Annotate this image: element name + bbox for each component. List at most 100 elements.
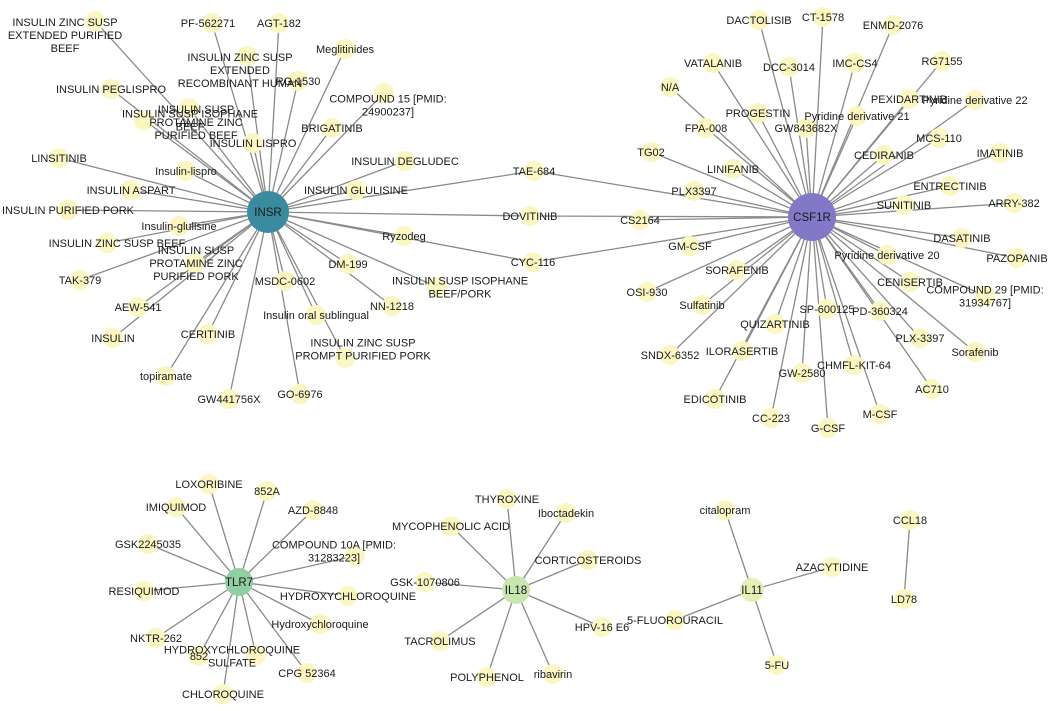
node-msdc-0602[interactable]: [275, 271, 295, 291]
node-meglitinides[interactable]: [335, 39, 355, 59]
node-go-6976[interactable]: [290, 384, 310, 404]
node-vatalanib[interactable]: [703, 53, 723, 73]
node-chmfl-kit-64[interactable]: [844, 355, 864, 375]
node-pf-562271[interactable]: [202, 13, 222, 33]
node-852[interactable]: [189, 646, 209, 666]
node-ac710[interactable]: [922, 379, 942, 399]
node-5-fu[interactable]: [767, 655, 787, 675]
node-gsk-1070806[interactable]: [415, 572, 435, 592]
node-mycophenolic-acid[interactable]: [441, 516, 461, 536]
node-topiramate[interactable]: [156, 366, 176, 386]
hub-csf1r[interactable]: [788, 193, 836, 241]
node-mcs-110[interactable]: [929, 128, 949, 148]
node-quizartinib[interactable]: [765, 314, 785, 334]
node-insulin-purified-pork[interactable]: [58, 200, 78, 220]
node-insulin-susp-protamine-zinc-purified-pork[interactable]: [185, 253, 205, 273]
node-polyphenol[interactable]: [477, 667, 497, 687]
node-hpv-16-e6[interactable]: [592, 617, 612, 637]
node-imiquimod[interactable]: [166, 497, 186, 517]
node-resiquimod[interactable]: [134, 581, 154, 601]
node-arry-382[interactable]: [1004, 193, 1024, 213]
node-agt-182[interactable]: [269, 13, 289, 33]
node-cyc-116[interactable]: [523, 252, 543, 272]
node-insulin-zinc-susp-extended-purified-beef[interactable]: [85, 11, 105, 31]
node-ribavirin[interactable]: [543, 664, 563, 684]
node-insulin-glulisine[interactable]: [346, 180, 366, 200]
node-sp-600125[interactable]: [817, 299, 837, 319]
hub-tlr7[interactable]: [225, 568, 253, 596]
node-compound-10a-pmid-31283223[interactable]: [345, 546, 365, 566]
node-sunitinib[interactable]: [894, 195, 914, 215]
node-852a[interactable]: [257, 481, 277, 501]
node-cpg-52364[interactable]: [297, 663, 317, 683]
node-dcc-3014[interactable]: [779, 57, 799, 77]
node-plx-3397[interactable]: [910, 328, 930, 348]
node-loxoribine[interactable]: [199, 474, 219, 494]
node-5-fluorouracil[interactable]: [665, 610, 685, 630]
node-rg7155[interactable]: [932, 51, 952, 71]
node-progestin[interactable]: [748, 103, 768, 123]
node-aew-541[interactable]: [128, 297, 148, 317]
node-compound-29-pmid-31934767[interactable]: [975, 286, 995, 306]
node-insulin-lispro[interactable]: [243, 133, 263, 153]
node-ct-1578[interactable]: [813, 7, 833, 27]
node-insulin-zinc-susp-beef[interactable]: [97, 233, 117, 253]
node-osi-930[interactable]: [637, 282, 657, 302]
node-tak-379[interactable]: [70, 270, 90, 290]
node-insulin-degludec[interactable]: [395, 151, 415, 171]
node-iboctadekin[interactable]: [556, 503, 576, 523]
node-fpa-008[interactable]: [696, 118, 716, 138]
node-gw-2580[interactable]: [792, 363, 812, 383]
node-insulin-peglispro[interactable]: [101, 79, 121, 99]
node-insulin-oral-sublingual[interactable]: [306, 305, 326, 325]
node-chloroquine[interactable]: [213, 684, 233, 704]
node-linsitinib[interactable]: [49, 148, 69, 168]
node-ccl18[interactable]: [900, 510, 920, 530]
node-pyridine-derivative-21[interactable]: [847, 106, 867, 126]
node-entrectinib[interactable]: [940, 176, 960, 196]
node-dovitinib[interactable]: [520, 206, 540, 226]
node-tg02[interactable]: [641, 142, 661, 162]
node-n-a[interactable]: [660, 77, 680, 97]
node-compound-15-pmid-24900237[interactable]: [374, 83, 394, 103]
node-pyridine-derivative-22[interactable]: [965, 90, 985, 110]
node-gw843682x[interactable]: [796, 118, 816, 138]
node-sorafenib[interactable]: [727, 260, 747, 280]
node-dactolisib[interactable]: [749, 10, 769, 30]
node-cc-223[interactable]: [761, 408, 781, 428]
node-corticosteroids[interactable]: [578, 550, 598, 570]
node-tae-684[interactable]: [524, 161, 544, 181]
node-insulin-glulisine[interactable]: [169, 216, 189, 236]
node-insulin-susp-isophane-beef[interactable]: [179, 98, 199, 118]
node-edicotinib[interactable]: [705, 389, 725, 409]
node-azd-8848[interactable]: [303, 500, 323, 520]
node-insulin[interactable]: [103, 328, 123, 348]
node-insulin-susp-isophane-beef-pork[interactable]: [427, 277, 447, 297]
node-insulin-zinc-susp-prompt-purified-pork[interactable]: [335, 348, 355, 368]
node-sorafenib[interactable]: [965, 342, 985, 362]
node-nktr-262[interactable]: [146, 628, 166, 648]
node-dasatinib[interactable]: [952, 228, 972, 248]
node-thyroxine[interactable]: [497, 489, 517, 509]
node-plx3397[interactable]: [684, 181, 704, 201]
node-ilorasertib[interactable]: [732, 341, 752, 361]
node-hydroxychloroquine[interactable]: [338, 586, 358, 606]
node-sndx-6352[interactable]: [660, 345, 680, 365]
node-insulin-susp-protamine-zinc-purified-beef[interactable]: [134, 110, 154, 130]
hub-insr[interactable]: [247, 191, 289, 233]
node-insulin-aspart[interactable]: [121, 180, 141, 200]
node-citalopram[interactable]: [715, 500, 735, 520]
node-enmd-2076[interactable]: [883, 15, 903, 35]
node-azacytidine[interactable]: [822, 557, 842, 577]
node-gw441756x[interactable]: [219, 389, 239, 409]
node-hydroxychloroquine-sulfate[interactable]: [246, 645, 266, 665]
node-g-csf[interactable]: [818, 418, 838, 438]
node-cediranib[interactable]: [874, 145, 894, 165]
node-pazopanib[interactable]: [1007, 248, 1027, 268]
hub-il11[interactable]: [740, 578, 764, 602]
node-ryzodeg[interactable]: [394, 226, 414, 246]
node-imatinib[interactable]: [990, 143, 1010, 163]
node-pd-360324[interactable]: [870, 301, 890, 321]
node-sulfatinib[interactable]: [692, 295, 712, 315]
node-cenisertib[interactable]: [900, 272, 920, 292]
